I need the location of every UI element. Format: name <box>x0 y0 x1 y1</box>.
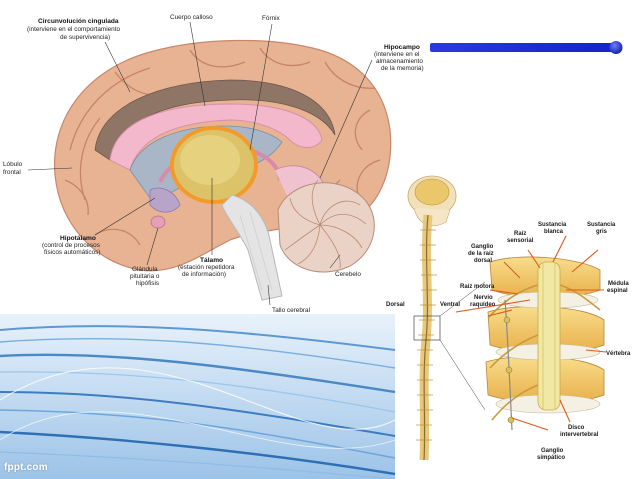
label-white-matter-1: Sustancia <box>538 222 567 228</box>
label-sympathetic-ganglion-2: simpático <box>537 455 565 461</box>
body-silhouette <box>407 175 486 461</box>
label-sensory-root-1: Raíz <box>514 231 526 237</box>
wave-decoration <box>0 314 396 479</box>
label-disc-2: intervertebral <box>560 432 599 438</box>
spine-label-arrows <box>455 235 607 431</box>
label-thalamus-line3: de información) <box>182 271 226 278</box>
spine-panel: Dorsal Ventral Sustancia blanca Sustanci… <box>386 172 638 479</box>
label-cingulate-title: Circunvolución cingulada <box>38 18 119 25</box>
label-hypothalamus-title: Hipotálamo <box>60 235 96 242</box>
label-sympathetic-ganglion-1: Ganglio <box>541 448 564 454</box>
label-thalamus-title: Tálamo <box>200 257 223 264</box>
cerebellum-shape <box>277 179 375 273</box>
label-dorsal-ganglion-3: dorsal <box>474 258 492 264</box>
label-spinal-nerve-1: Nervio <box>474 295 493 301</box>
label-spinal-cord-2: espinal <box>607 288 628 294</box>
label-spinal-cord-1: Médula <box>608 281 629 287</box>
label-hypothalamus-line2: (control de procesos <box>42 242 100 249</box>
label-ventral: Ventral <box>440 302 460 308</box>
label-spinal-nerve-2: raquídeo <box>470 302 496 308</box>
label-corpus-callosum: Cuerpo calloso <box>170 14 213 21</box>
label-thalamus-line2: (estación repetidora <box>178 264 235 271</box>
label-gray-matter-1: Sustancia <box>587 222 616 228</box>
label-cerebellum: Cerebelo <box>335 271 361 278</box>
label-vertebra: Vértebra <box>606 351 631 357</box>
label-hippocampus-line3: almacenamiento <box>376 58 423 65</box>
label-hippocampus-line4: de la memoria) <box>381 65 424 72</box>
label-white-matter-2: blanca <box>544 229 564 235</box>
label-frontal-line2: frontal <box>3 169 21 176</box>
label-gray-matter-2: gris <box>596 229 608 235</box>
label-cingulate-line2: (interviene en el comportamiento <box>27 26 121 33</box>
label-pituitary-line3: hipófisis <box>136 280 159 287</box>
label-hippocampus-line2: (interviene en el <box>374 51 419 58</box>
watermark: fppt.com <box>4 462 48 473</box>
label-fornix: Fórnix <box>262 15 281 22</box>
spine-labels: Dorsal Ventral Sustancia blanca Sustanci… <box>386 222 631 461</box>
brain-leader-lines <box>27 21 373 306</box>
accent-bar <box>430 41 623 54</box>
label-pituitary-line2: pituitaria o <box>130 273 160 280</box>
label-cingulate-line3: de supervivencia) <box>60 34 110 41</box>
label-sensory-root-2: sensorial <box>507 238 534 244</box>
label-hippocampus-title: Hipocampo <box>384 44 420 51</box>
label-dorsal: Dorsal <box>386 302 405 308</box>
label-brainstem: Tallo cerebral <box>272 307 310 314</box>
label-motor-root: Raíz motora <box>460 284 495 290</box>
label-dorsal-ganglion-2: de la raíz <box>468 251 494 257</box>
brain-labels: Circunvolución cingulada (interviene en … <box>3 14 424 314</box>
vertebrae-closeup <box>485 256 605 431</box>
label-pituitary-line1: Glándula <box>132 266 158 273</box>
label-dorsal-ganglion-1: Ganglio <box>471 244 494 250</box>
label-hypothalamus-line3: físicos automáticos) <box>44 249 100 256</box>
label-frontal-line1: Lóbulo <box>3 161 23 168</box>
brain-illustration <box>53 39 392 301</box>
label-disc-1: Disco <box>568 425 585 431</box>
